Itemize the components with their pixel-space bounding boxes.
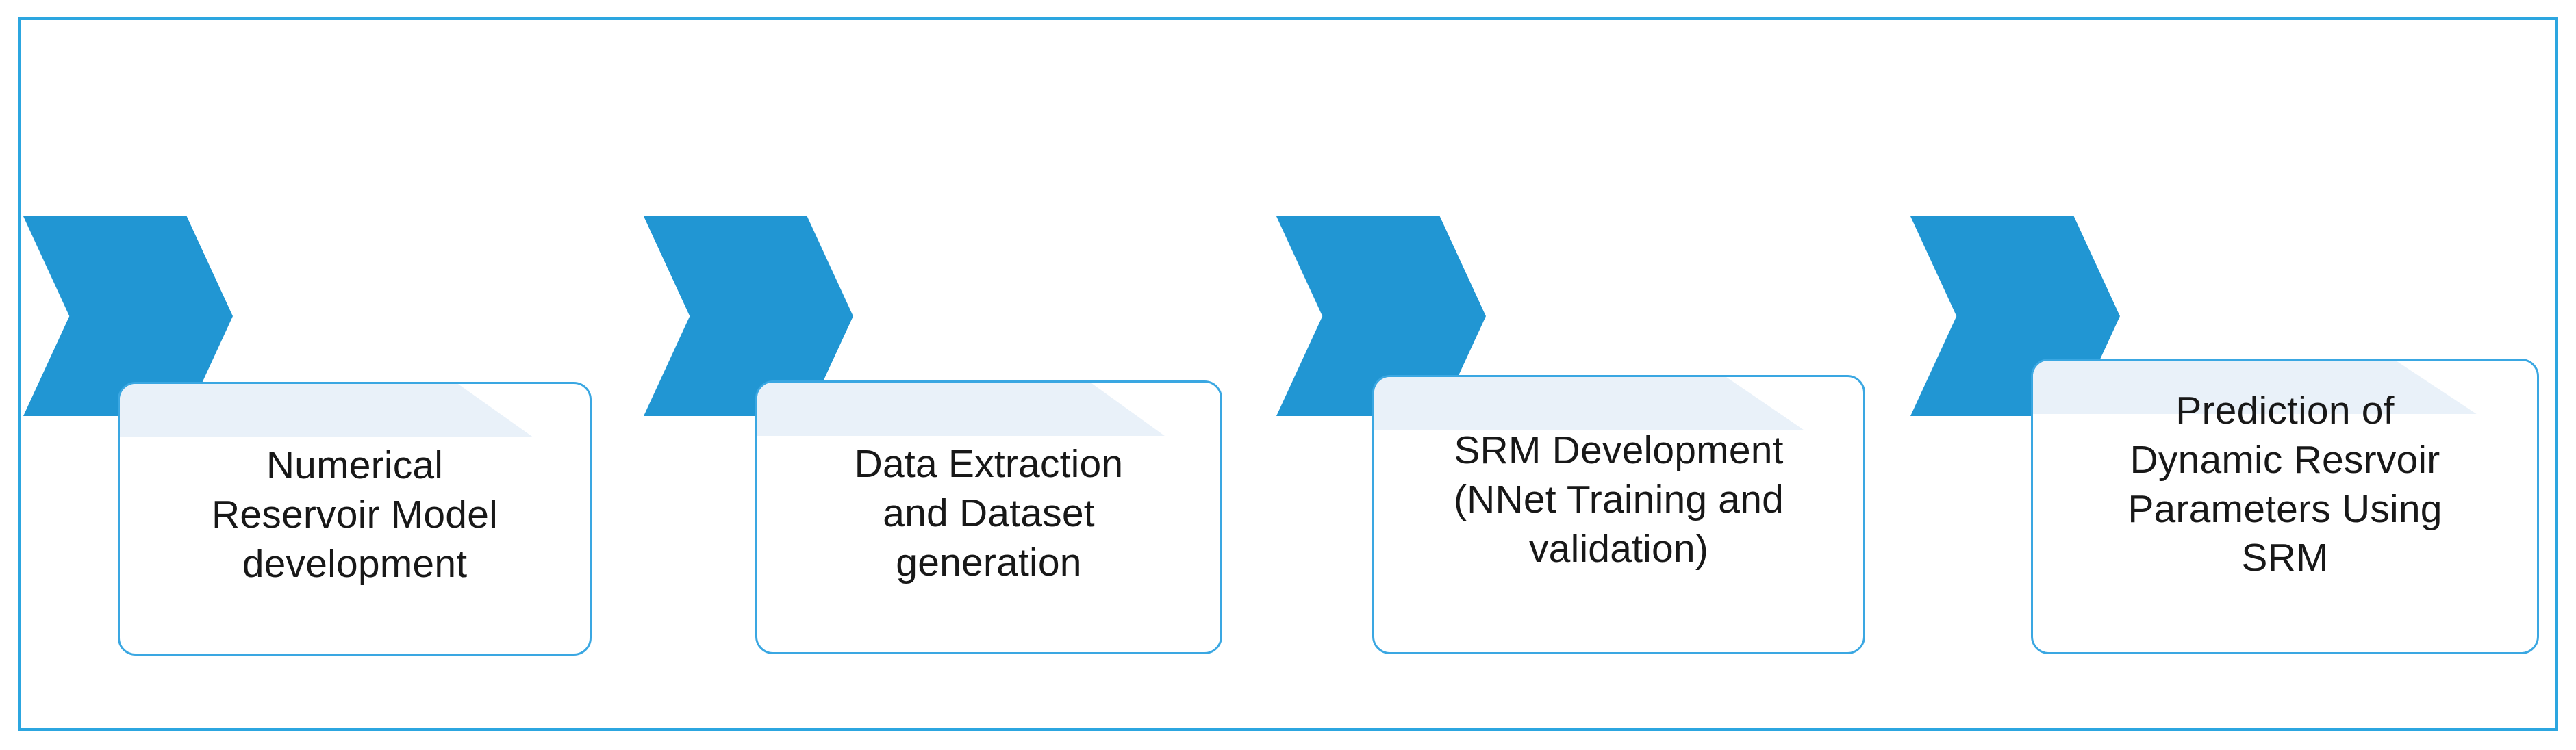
stage-4-label: Prediction of Dynamic Resrvoir Parameter… <box>2127 389 2442 580</box>
stage-4-caption-box[interactable]: Prediction of Dynamic Resrvoir Parameter… <box>2031 359 2539 654</box>
stage-3-caption-box[interactable]: SRM Development (NNet Training and valid… <box>1372 375 1865 654</box>
stage-1-caption-box[interactable]: Numerical Reservoir Model development <box>118 382 592 656</box>
stage-2-caption-box[interactable]: Data Extraction and Dataset generation <box>755 380 1222 654</box>
stage-1-label: Numerical Reservoir Model development <box>212 443 498 586</box>
stage-2-label: Data Extraction and Dataset generation <box>854 442 1124 584</box>
stage-3-label: SRM Development (NNet Training and valid… <box>1453 428 1784 571</box>
diagram-outer-frame <box>18 17 2558 731</box>
